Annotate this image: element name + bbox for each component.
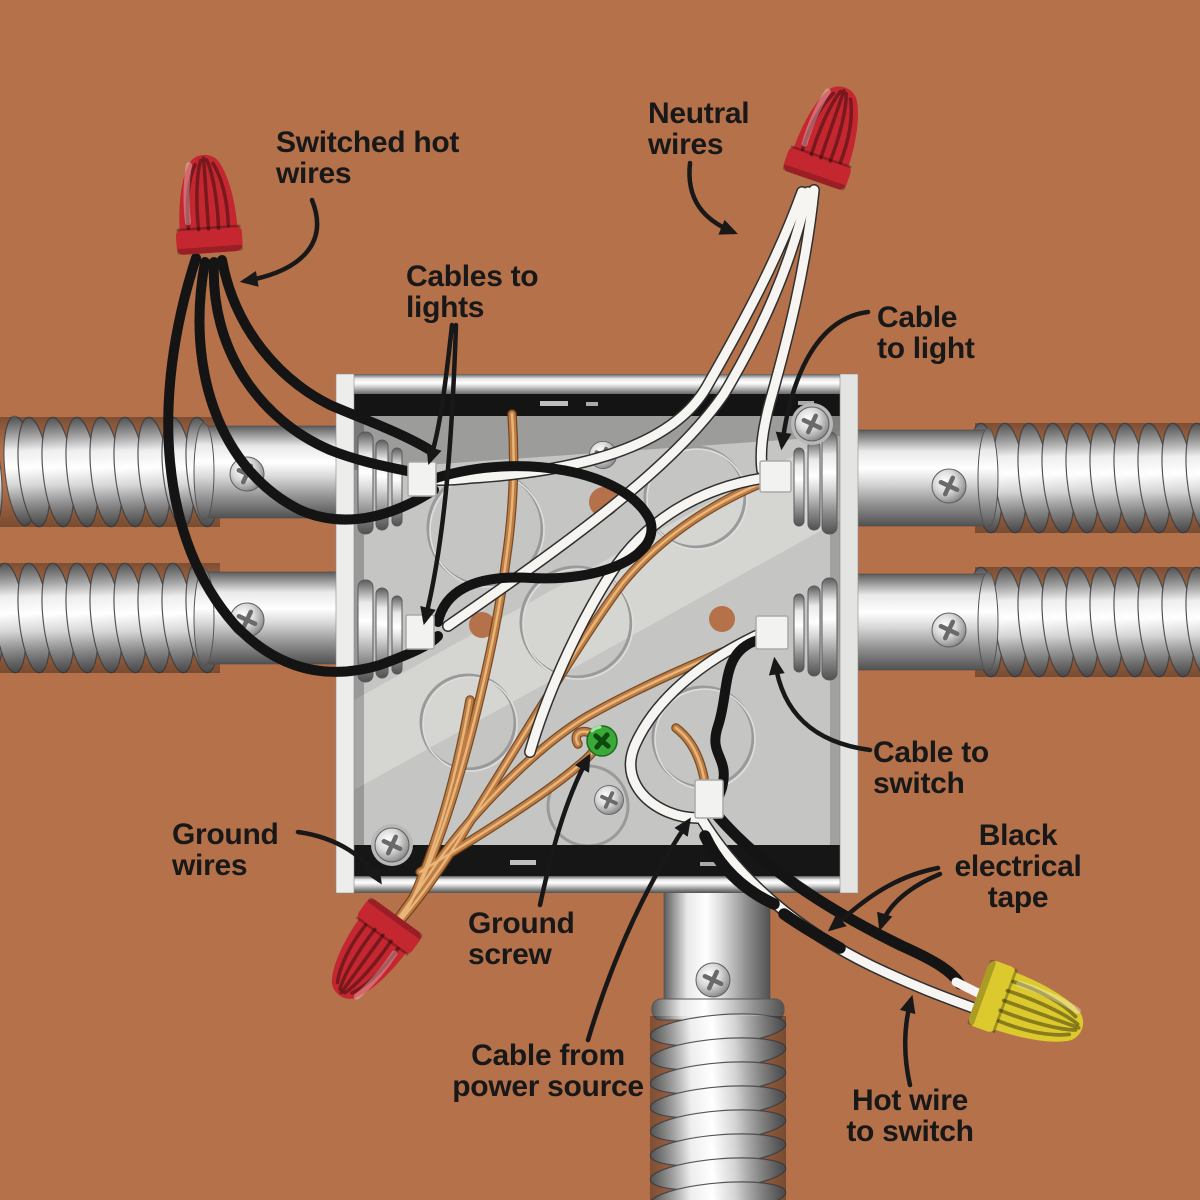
label-line: Cable from bbox=[471, 1039, 625, 1072]
connector-screw-icon bbox=[696, 963, 730, 997]
arrow-cable-to-light bbox=[775, 309, 871, 451]
label-line: Cable bbox=[877, 301, 958, 334]
arrow-black-tape-2 bbox=[877, 871, 943, 932]
arrow-cable-from-power bbox=[585, 817, 691, 1043]
box-screw-icon bbox=[592, 783, 626, 817]
label-line: electrical bbox=[954, 850, 1082, 883]
hot-wires-black bbox=[163, 253, 966, 990]
arrow-ground-wires bbox=[295, 829, 382, 885]
corner-screw-icon bbox=[795, 407, 829, 441]
connector-screw-icon bbox=[932, 613, 966, 647]
label-line: Black bbox=[978, 819, 1058, 852]
corner-screw-icon bbox=[375, 828, 409, 862]
connector-screw-icon bbox=[932, 469, 966, 503]
label-cable-from-power-source: Cable from power source bbox=[452, 1039, 644, 1103]
label-switched-hot-wires: Switched hot wires bbox=[276, 127, 459, 189]
label-line: Ground bbox=[172, 818, 279, 851]
arrow-black-tape-1 bbox=[827, 865, 941, 932]
arrow-cables-to-lights-2 bbox=[420, 322, 459, 626]
label-neutral-wires: Neutral wires bbox=[648, 97, 750, 161]
label-line: lights bbox=[406, 291, 485, 324]
label-line: to switch bbox=[846, 1115, 974, 1148]
label-line: Cables to bbox=[406, 260, 539, 293]
label-line: switch bbox=[873, 767, 965, 800]
label-line: screw bbox=[468, 938, 552, 971]
label-line: Switched hot bbox=[276, 126, 460, 159]
label-line: Neutral bbox=[648, 97, 750, 130]
label-line: Hot wire bbox=[852, 1084, 968, 1117]
arrow-switched-hot-wires bbox=[239, 197, 320, 287]
label-line: wires bbox=[648, 128, 724, 161]
arrow-hot-wire-to-switch bbox=[899, 994, 916, 1088]
arrow-cable-to-switch bbox=[768, 656, 873, 753]
label-cables-to-lights: Cables to lights bbox=[406, 260, 539, 324]
arrow-cables-to-lights-1 bbox=[426, 322, 455, 466]
label-cable-to-light: Cable to light bbox=[877, 302, 975, 364]
label-line: Cable to bbox=[873, 736, 989, 769]
label-line: wires bbox=[276, 157, 352, 190]
label-black-electrical-tape: Black electrical tape bbox=[954, 820, 1081, 913]
label-line: power source bbox=[452, 1070, 644, 1103]
label-ground-wires: Ground wires bbox=[172, 819, 279, 881]
label-line: wires bbox=[172, 849, 248, 882]
label-line: tape bbox=[987, 881, 1049, 914]
cable-clamps bbox=[405, 460, 792, 819]
conduit-right-top bbox=[851, 421, 1200, 535]
callout-arrows bbox=[239, 160, 943, 1088]
label-ground-screw: Ground screw bbox=[468, 908, 575, 970]
ground-screw bbox=[586, 725, 618, 757]
arrow-ground-screw bbox=[537, 753, 591, 908]
arrow-neutral-wires bbox=[687, 160, 738, 235]
label-hot-wire-to-switch: Hot wire to switch bbox=[846, 1084, 974, 1148]
conduit-bottom bbox=[648, 885, 788, 1200]
conduit-right-bottom bbox=[851, 565, 1200, 679]
label-line: to light bbox=[877, 332, 975, 365]
label-line: Ground bbox=[468, 907, 575, 940]
label-cable-to-switch: Cable to switch bbox=[873, 737, 989, 799]
